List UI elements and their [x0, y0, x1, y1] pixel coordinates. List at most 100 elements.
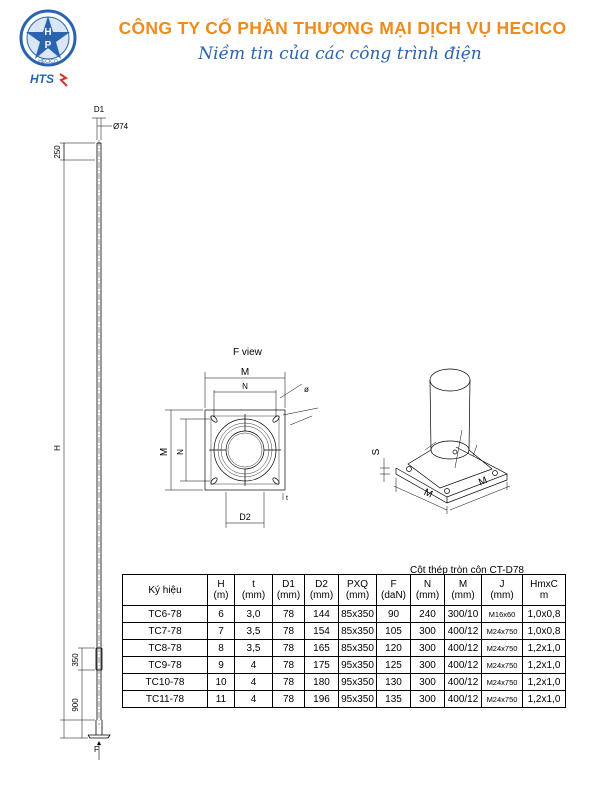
table-cell: 78 [272, 656, 305, 674]
table-cell: 300 [410, 622, 445, 640]
f-view-title: F view [233, 347, 263, 358]
header-text: H [217, 579, 225, 590]
force-label: F [94, 745, 99, 754]
iso-s-label: S [371, 448, 382, 455]
header-text: (mm) [490, 590, 514, 601]
table-cell: 175 [304, 656, 339, 674]
table-cell: 1,2x1,0 [522, 656, 566, 674]
table-cell: M16x60 [481, 605, 523, 623]
table-cell: 78 [272, 605, 305, 623]
table-cell: 240 [410, 605, 445, 623]
table-header-cell: M(mm) [444, 574, 482, 606]
table-cell: 165 [304, 639, 339, 657]
table-cell: 300 [410, 673, 445, 691]
mid-length-label: 350 [71, 653, 80, 667]
logo-initial-bottom: P [45, 40, 52, 51]
height-label: H [53, 445, 62, 451]
table-cell: 78 [272, 673, 305, 691]
logo-ring-text: HECICO [38, 59, 58, 65]
iso-m-left: M [422, 487, 434, 500]
header-text: Ký hiệu [148, 584, 182, 596]
table-cell: 400/12 [444, 690, 482, 708]
f-view-d2: D2 [239, 512, 251, 522]
company-logo: H P HECICO HTS [19, 9, 77, 87]
table-cell: 11 [207, 690, 235, 708]
table-cell: M24x750 [481, 639, 523, 657]
header-text: F [390, 579, 397, 590]
logo-sub-text: HTS [30, 72, 54, 86]
table-cell: 95x350 [338, 656, 377, 674]
f-view-m-top: M [241, 367, 249, 378]
table-cell: 300 [410, 656, 445, 674]
table-cell: 7 [207, 622, 235, 640]
table-header-cell: Ký hiệu [122, 574, 208, 606]
header-text: m [539, 590, 549, 601]
table-cell: 78 [272, 622, 305, 640]
pole-side-view [87, 140, 111, 739]
table-cell: M24x750 [481, 673, 523, 691]
table-cell: 144 [304, 605, 339, 623]
table-header-cell: F(daN) [376, 574, 411, 606]
table-cell: 400/12 [444, 639, 482, 657]
table-cell: TC6-78 [122, 605, 208, 623]
table-cell: 78 [272, 639, 305, 657]
f-view-t: t [286, 495, 288, 502]
table-cell: M24x750 [481, 690, 523, 708]
header-text: D2 [315, 579, 328, 590]
table-cell: 1,2x1,0 [522, 639, 566, 657]
table-header-cell: N(mm) [410, 574, 445, 606]
table-cell: 3,0 [234, 605, 273, 623]
table-cell: 154 [304, 622, 339, 640]
table-cell: TC11-78 [122, 690, 208, 708]
table-cell: 125 [376, 656, 411, 674]
table-cell: TC8-78 [122, 639, 208, 657]
table-cell: 196 [304, 690, 339, 708]
table-cell: TC10-78 [122, 673, 208, 691]
header-text: (daN) [380, 590, 406, 601]
header-text: (mm) [309, 590, 334, 601]
header-text: (mm) [415, 590, 440, 601]
top-dimensions [60, 117, 112, 739]
f-view-drawing [165, 372, 319, 528]
header-text: t [252, 579, 255, 590]
table-caption: Cột thép tròn côn CT-D78 [410, 565, 524, 576]
table-cell: 85x350 [338, 605, 377, 623]
diameter-label: Ø74 [113, 122, 129, 131]
base-isometric-view [380, 368, 511, 514]
table-cell: 10 [207, 673, 235, 691]
table-cell: 300 [410, 639, 445, 657]
table-cell: 4 [234, 690, 273, 708]
header-text: HmxC [530, 579, 558, 590]
top-length-label: 250 [53, 145, 62, 159]
table-cell: 4 [234, 656, 273, 674]
table-cell: 95x350 [338, 690, 377, 708]
table-cell: 78 [272, 690, 305, 708]
table-cell: 8 [207, 639, 235, 657]
table-cell: M24x750 [481, 622, 523, 640]
table-header-cell: J(mm) [481, 574, 523, 606]
table-cell: TC9-78 [122, 656, 208, 674]
header-text: (mm) [451, 590, 475, 601]
header-text: (m) [213, 590, 229, 601]
header-text: PXQ [346, 579, 369, 590]
table-cell: 1,0x0,8 [522, 622, 566, 640]
table-header-cell: D1(mm) [272, 574, 305, 606]
header-text: J [499, 579, 505, 590]
table-cell: 4 [234, 673, 273, 691]
header-text: (mm) [276, 590, 301, 601]
logo-initial-top: H [44, 27, 51, 38]
table-cell: 3,5 [234, 622, 273, 640]
d1-label: D1 [94, 105, 105, 114]
table-header-cell: H(m) [207, 574, 235, 606]
header-text: D1 [282, 579, 295, 590]
table-cell: 180 [304, 673, 339, 691]
